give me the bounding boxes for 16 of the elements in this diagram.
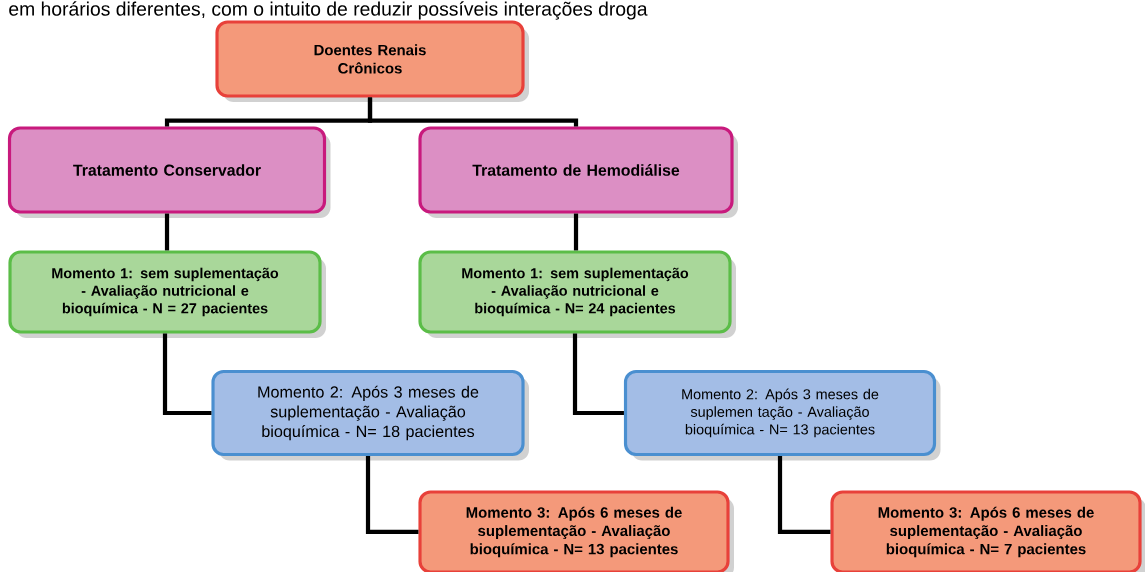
stage-box: Momento 2: Após 3 meses de suplementação - Avaliação bioquímica - N= 18 pacientes [211,369,529,461]
stage-box: Momento 1: sem suplementação - Avaliação nutricional e bioquímica - N = 27 pacientes [8,250,326,338]
treatment-box: Tratamento de Hemodiálise [418,126,738,218]
connector-line [365,456,419,535]
process-box: Momento 3: Após 6 meses de suplementação - Avaliação bioquímica - N= 13 pacientes [418,490,734,572]
connector-line [164,213,170,251]
connector-line [367,97,579,127]
treatment-box: Tratamento Conservador [7,126,331,218]
stage-box: Momento 1: sem suplementação - Avaliação nutricional e bioquímica - N= 24 pacientes [418,250,736,338]
process-box: Doentes Renais Crônicos [215,20,529,102]
stage-box: Momento 2: Após 3 meses de suplemen tação - Avaliação bioquímica - N= 13 pacientes [623,369,941,461]
connector-line [777,456,831,535]
connector-line [573,213,579,251]
connector-line [572,333,624,416]
connector-line [162,333,212,416]
process-box: Momento 3: Após 6 meses de suplementação - Avaliação bioquímica - N= 7 pacientes [830,490,1145,572]
